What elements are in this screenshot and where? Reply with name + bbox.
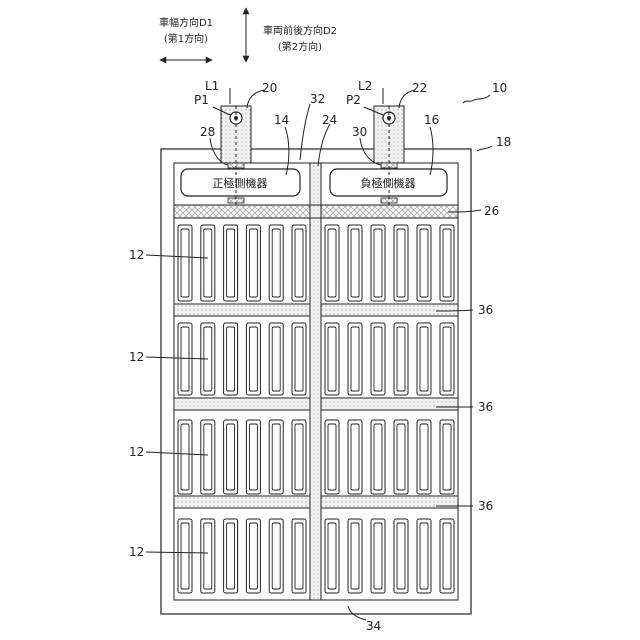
ref-12-b: 12 (129, 350, 144, 364)
separator-plate (174, 496, 310, 508)
ref-26: 26 (484, 204, 499, 218)
battery-cell-inner (295, 523, 303, 589)
battery-cell-inner (420, 327, 428, 391)
battery-cell-inner (181, 523, 189, 589)
battery-cell-inner (204, 229, 212, 297)
battery-cell-inner (181, 229, 189, 297)
battery-cell-inner (272, 229, 280, 297)
battery-cell-inner (272, 523, 280, 589)
center-member (310, 163, 321, 600)
separator-plate (174, 398, 310, 410)
ref-34: 34 (366, 619, 381, 633)
battery-cell-inner (443, 229, 451, 297)
battery-cell-inner (351, 523, 359, 589)
battery-cell-inner (374, 229, 382, 297)
center-member-joint (310, 205, 321, 218)
battery-cell-inner (374, 523, 382, 589)
battery-cell-inner (443, 523, 451, 589)
battery-cell-inner (181, 327, 189, 391)
direction-d1-label: 車幅方向D1 (159, 16, 213, 29)
battery-cell-inner (443, 327, 451, 391)
leader-10 (463, 95, 490, 103)
ref-30: 30 (352, 125, 367, 139)
battery-cell-inner (420, 229, 428, 297)
battery-cell-inner (204, 523, 212, 589)
ref-36-c: 36 (478, 499, 493, 513)
ref-32: 32 (310, 92, 325, 106)
battery-cell-inner (249, 523, 257, 589)
negative-device-label: 負極側機器 (361, 176, 416, 190)
ref-12-d: 12 (129, 545, 144, 559)
ref-p2: P2 (346, 93, 361, 107)
battery-cell-inner (272, 327, 280, 391)
battery-cell-inner (351, 327, 359, 391)
battery-cell-inner (328, 327, 336, 391)
battery-cell-inner (328, 229, 336, 297)
battery-cell-inner (443, 424, 451, 490)
ref-l2: L2 (358, 79, 372, 93)
battery-cell-inner (328, 523, 336, 589)
battery-cell-inner (420, 523, 428, 589)
battery-cell-inner (181, 424, 189, 490)
battery-cell-inner (227, 229, 235, 297)
ref-28: 28 (200, 125, 215, 139)
ref-24: 24 (322, 113, 337, 127)
ref-14: 14 (274, 113, 289, 127)
separator-plate (174, 304, 310, 316)
battery-cell-inner (295, 229, 303, 297)
battery-cell-inner (420, 424, 428, 490)
ref-20: 20 (262, 81, 277, 95)
battery-cell-inner (227, 523, 235, 589)
battery-cell-inner (374, 327, 382, 391)
direction-d2-group: 車両前後方向D2 (第2方向) (246, 8, 337, 62)
ref-18: 18 (496, 135, 511, 149)
battery-cell-inner (374, 424, 382, 490)
ref-12-a: 12 (129, 248, 144, 262)
battery-cell-inner (295, 327, 303, 391)
ref-36-a: 36 (478, 303, 493, 317)
battery-cell-inner (351, 229, 359, 297)
battery-cell-inner (204, 424, 212, 490)
ref-12-c: 12 (129, 445, 144, 459)
direction-d1-group: 車幅方向D1 (第1方向) (159, 16, 213, 60)
ref-22: 22 (412, 81, 427, 95)
ref-l1: L1 (205, 79, 219, 93)
battery-cell-inner (249, 327, 257, 391)
ref-36-b: 36 (478, 400, 493, 414)
battery-cell-inner (295, 424, 303, 490)
battery-cell-inner (249, 229, 257, 297)
ref-p1: P1 (194, 93, 209, 107)
battery-cell-inner (227, 327, 235, 391)
ref-10: 10 (492, 81, 507, 95)
direction-d2-label: 車両前後方向D2 (263, 24, 337, 37)
leader-18 (477, 146, 492, 151)
battery-cell-inner (397, 229, 405, 297)
battery-cell-inner (328, 424, 336, 490)
positive-device-label: 正極側機器 (213, 176, 268, 190)
direction-d2-sublabel: (第2方向) (278, 40, 322, 53)
separator-plate (321, 398, 458, 410)
battery-cell-inner (272, 424, 280, 490)
battery-cell-inner (249, 424, 257, 490)
battery-cell-inner (397, 523, 405, 589)
battery-cell-inner (397, 327, 405, 391)
direction-d1-sublabel: (第1方向) (164, 32, 208, 45)
ref-16: 16 (424, 113, 439, 127)
battery-cell-inner (351, 424, 359, 490)
separator-plate (321, 304, 458, 316)
battery-cell-inner (227, 424, 235, 490)
battery-cell-inner (397, 424, 405, 490)
